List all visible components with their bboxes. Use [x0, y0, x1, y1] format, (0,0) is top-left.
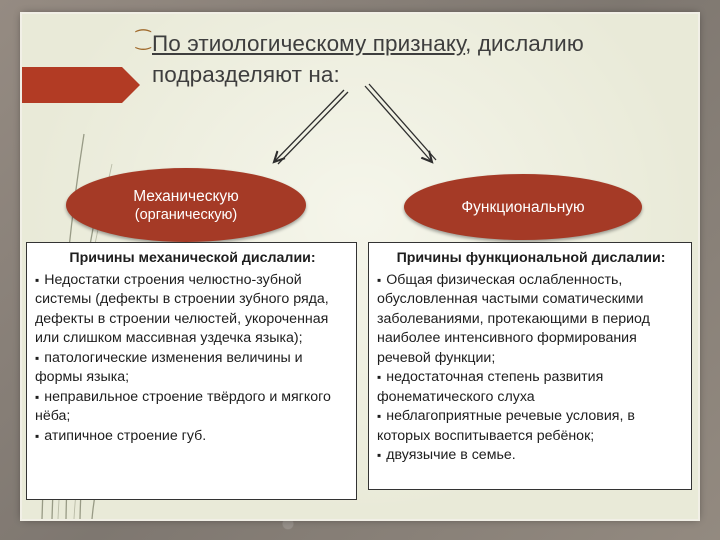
oval-functional: Функциональную [404, 174, 642, 240]
heading-underlined: По этиологическому признаку [152, 31, 466, 56]
mechanical-causes-box: Причины механической дислалии: Недостатк… [26, 242, 357, 500]
list-item: недостаточная степень развития фонематич… [377, 368, 685, 407]
list-item: атипичное строение губ. [35, 427, 350, 447]
list-item: неправильное строение твёрдого и мягкого… [35, 388, 350, 427]
accent-tab [22, 67, 140, 103]
heading-rest: , дислалию подразделяют на: [152, 31, 584, 87]
oval-mechanical-line1: Механическую [133, 187, 239, 205]
functional-causes-box: Причины функциональной дислалии: Общая ф… [368, 242, 692, 490]
functional-causes-title: Причины функциональной дислалии: [396, 250, 666, 266]
arrow-right [364, 83, 437, 162]
list-item: Общая физическая ослабленность, обусловл… [377, 271, 685, 369]
bullet-icon: ⁐ [136, 30, 151, 50]
heading: По этиологическому признаку, дислалию по… [152, 28, 682, 90]
arrow-left [274, 89, 349, 165]
list-item: Недостатки строения челюстно-зубной сист… [35, 271, 350, 349]
functional-causes-list: Общая физическая ослабленность, обусловл… [377, 271, 685, 466]
oval-mechanical-line2: (органическую) [134, 206, 238, 223]
list-item: неблагоприятные речевые условия, в котор… [377, 407, 685, 446]
mechanical-causes-list: Недостатки строения челюстно-зубной сист… [35, 271, 350, 447]
oval-functional-line1: Функциональную [461, 198, 585, 216]
slide: ⁐ По этиологическому признаку, дислалию … [22, 14, 698, 519]
mechanical-causes-title: Причины механической дислалии: [69, 250, 316, 266]
list-item: двуязычие в семье. [377, 446, 685, 466]
list-item: патологические изменения величины и форм… [35, 349, 350, 388]
oval-mechanical: Механическую (органическую) [66, 168, 306, 242]
